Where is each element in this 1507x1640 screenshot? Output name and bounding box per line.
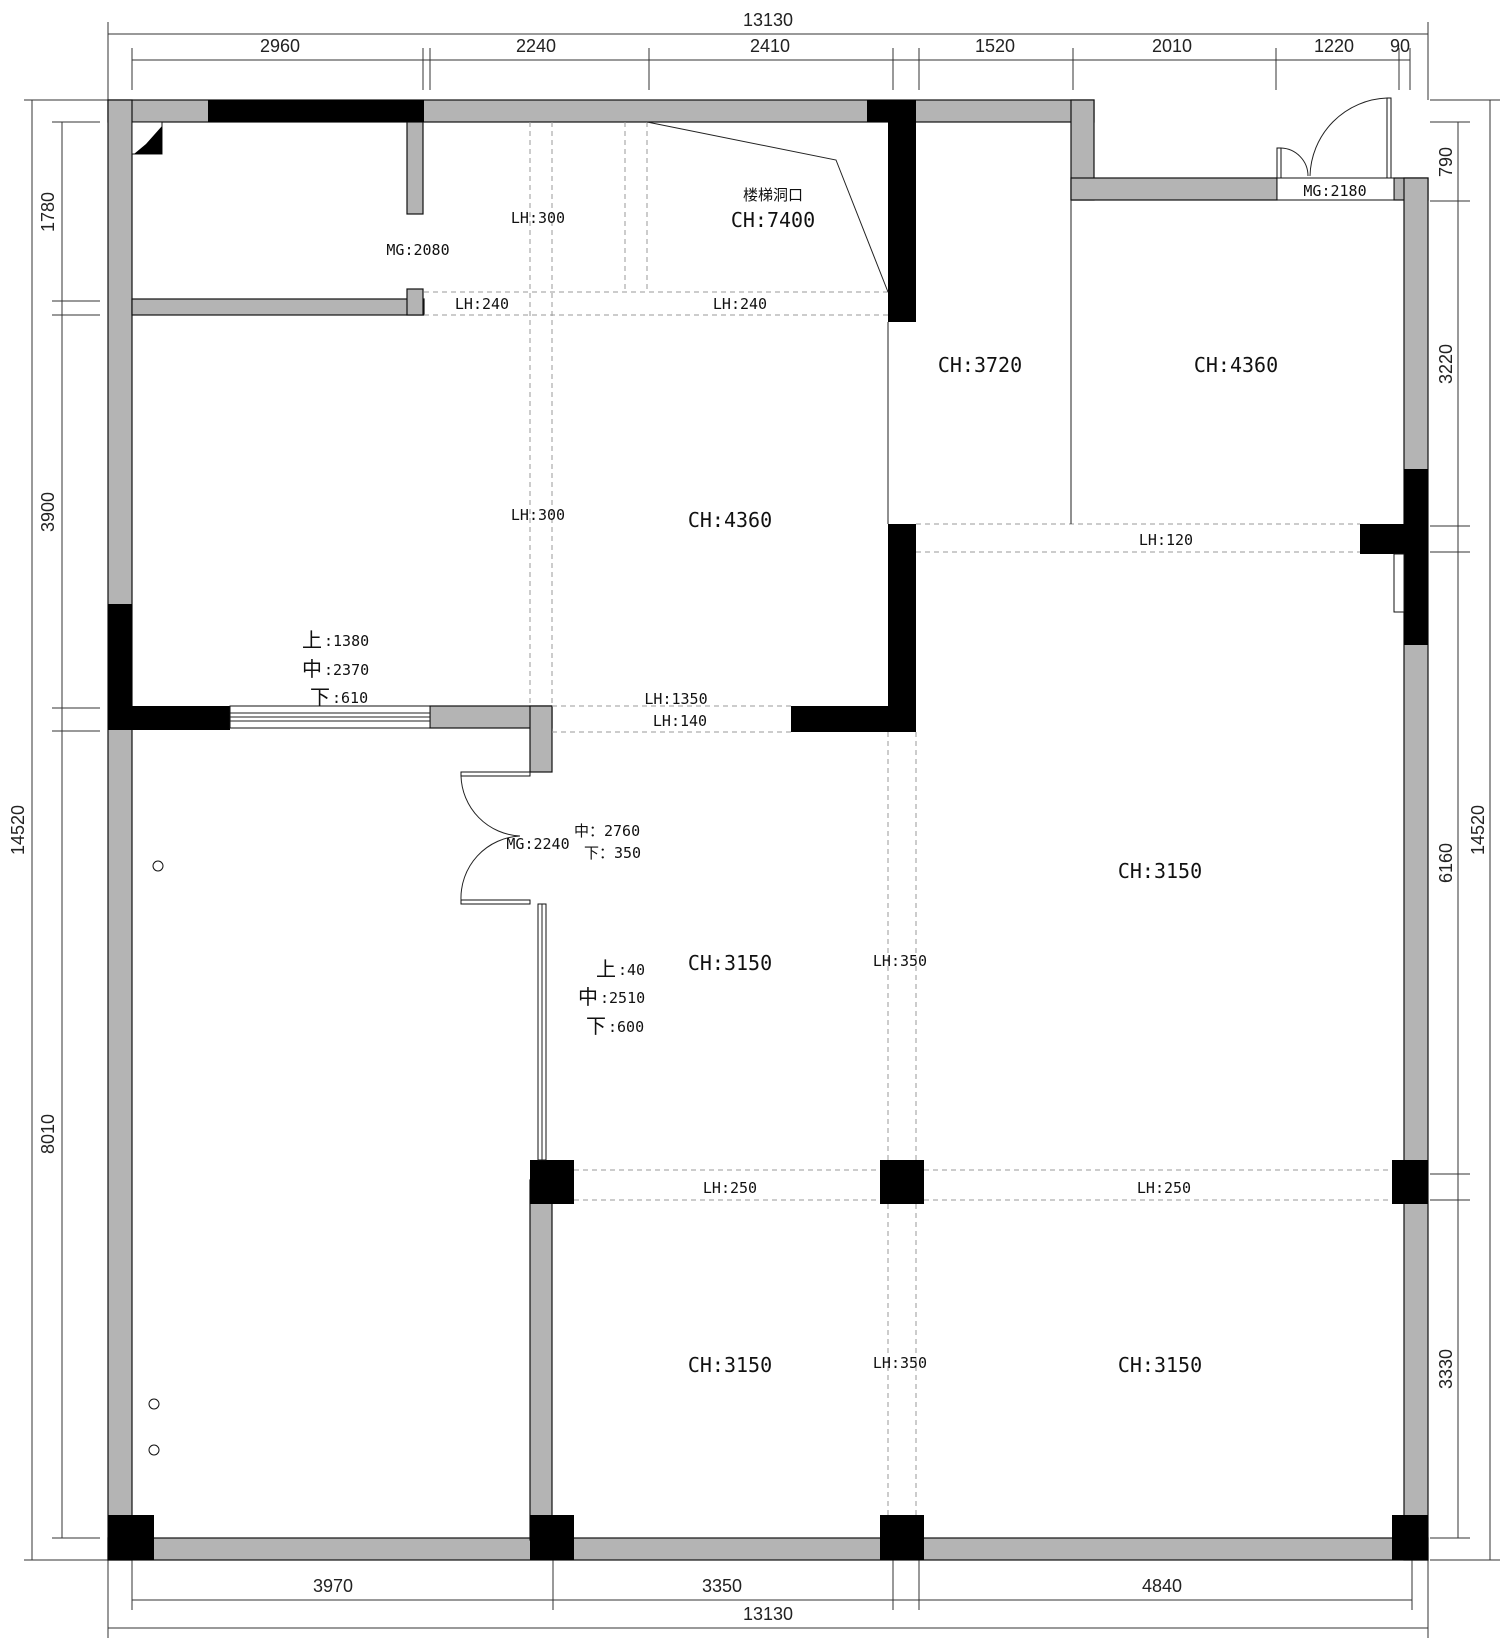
door-label: MG:2080 [386,241,449,259]
beam-label: LH:250 [703,1179,757,1197]
window-mid-char: 中 [578,985,598,1009]
openings [148,97,1405,1456]
dim-bottom-1: 3970 [313,1576,353,1596]
column [1392,1160,1428,1204]
window-upper-char: 上 [596,957,616,981]
dim-right-3: 6160 [1436,843,1456,883]
window-upper-val: :1380 [324,632,369,650]
ch-upper-right: CH:4360 [1194,353,1278,377]
room-labels: 楼梯洞口 CH:7400 CH:4360 CH:3720 CH:4360 CH:… [688,186,1278,1377]
beam-label: LH:300 [511,209,565,227]
dim-top-2: 2240 [516,36,556,56]
dim-left-3: 8010 [38,1114,58,1154]
window-low-val: :600 [608,1018,644,1036]
dim-right-total: 14520 [1468,805,1488,855]
pipe-icon [148,1444,160,1456]
window-low-char: 下 [586,1014,606,1038]
ch-upper-center: CH:4360 [688,508,772,532]
beam-label: LH:300 [511,506,565,524]
column [880,1160,924,1204]
column [530,1515,574,1560]
ch-upper-right-small: CH:3720 [938,353,1022,377]
beam-label: LH:120 [1139,531,1193,549]
ch-center: CH:3150 [688,951,772,975]
window-low-text: 下：350 [584,844,641,862]
ch-bottom-right: CH:3150 [1118,1353,1202,1377]
dim-left-1: 1780 [38,192,58,232]
window-mid-char: 中 [302,657,322,681]
dim-left-total: 14520 [8,805,28,855]
window-upper-char: 上 [302,628,322,652]
dim-bottom-3: 4840 [1142,1576,1182,1596]
dim-top-7: 90 [1390,36,1410,56]
column [1392,1515,1428,1560]
walls [107,99,1429,1561]
stair-opening-label: 楼梯洞口 [743,186,803,204]
beam-label: LH:350 [873,952,927,970]
dimension-lines [24,22,1500,1638]
beam-labels: LH:300 LH:240 LH:240 LH:300 LH:120 LH:13… [455,209,1193,1372]
window-low-val: :610 [332,689,368,707]
door-labels: MG:2080 MG:2180 MG:2240 [386,182,1366,853]
pipe-icon [148,1398,160,1410]
window-low-char: 下 [310,685,330,709]
door-label: MG:2240 [506,835,569,853]
pipe-icon [152,860,164,872]
dim-right-1: 790 [1436,147,1456,177]
black-wall-top-left [208,100,424,122]
dim-top-6: 1220 [1314,36,1354,56]
column [108,1515,154,1560]
dim-top-total: 13130 [743,10,793,30]
dim-right-2: 3220 [1436,344,1456,384]
window-mid-val: :2510 [600,989,645,1007]
dim-top-5: 2010 [1152,36,1192,56]
window-mid-text: 中：2760 [574,822,640,840]
dimension-texts: 13130 2960 2240 2410 1520 2010 1220 90 3… [8,10,1488,1624]
window-labels: 上 :1380 中 :2370 下 :610 中：2760 下：350 上 :4… [302,628,645,1038]
stair-ch-label: CH:7400 [731,208,815,232]
thin-lines [646,121,1072,524]
dim-top-4: 1520 [975,36,1015,56]
dim-top-3: 2410 [750,36,790,56]
door-label: MG:2180 [1303,182,1366,200]
beam-label: LH:350 [873,1354,927,1372]
beam-lines [424,122,1392,1515]
window-mid-val: :2370 [324,661,369,679]
dim-right-4: 3330 [1436,1349,1456,1389]
ch-bottom-center: CH:3150 [688,1353,772,1377]
column [880,1515,924,1560]
dim-bottom-total: 13130 [743,1604,793,1624]
beam-label: LH:240 [713,295,767,313]
window-upper-val: :40 [618,961,645,979]
column [530,1160,574,1204]
beam-label: LH:140 [653,712,707,730]
beam-label: LH:1350 [644,690,707,708]
dim-left-2: 3900 [38,492,58,532]
beam-label: LH:240 [455,295,509,313]
beam-label: LH:250 [1137,1179,1191,1197]
ch-right-mid: CH:3150 [1118,859,1202,883]
dim-bottom-2: 3350 [702,1576,742,1596]
dim-top-1: 2960 [260,36,300,56]
